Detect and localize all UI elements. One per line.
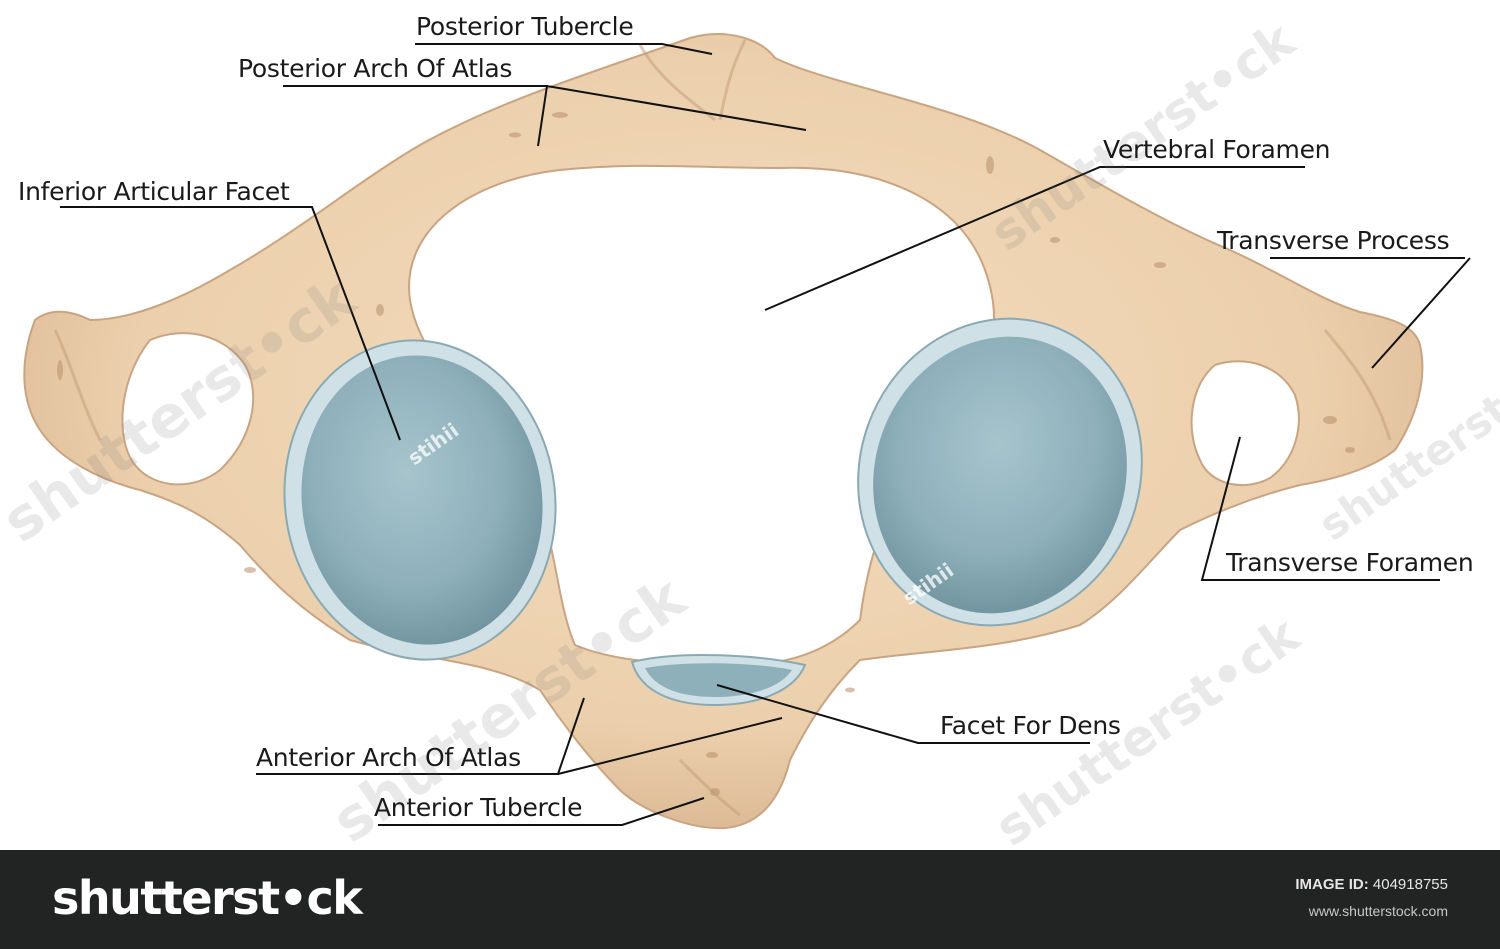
label-inferior-articular-facet: Inferior Articular Facet <box>18 177 290 206</box>
leader-lines <box>60 43 1471 826</box>
image-id-label: IMAGE ID: <box>1295 876 1369 893</box>
label-anterior-arch: Anterior Arch Of Atlas <box>256 743 521 772</box>
leader-posterior-tubercle <box>415 43 713 55</box>
label-vertebral-foramen: Vertebral Foramen <box>1103 135 1331 164</box>
leader-inferior-articular-facet <box>60 206 401 441</box>
atlas-diagram: shutterst•ck shutterst•ck shutterst•ck s… <box>0 11 1500 858</box>
label-transverse-foramen: Transverse Foramen <box>1226 548 1474 577</box>
shutterstock-logo: shutterst•ck <box>52 871 363 925</box>
label-transverse-process: Transverse Process <box>1217 226 1450 255</box>
leader-anterior-arch <box>256 697 783 775</box>
leader-transverse-foramen <box>1200 436 1440 581</box>
dens-facet <box>630 653 807 707</box>
left-articular-facet <box>283 339 557 661</box>
leader-vertebral-foramen <box>764 166 1305 311</box>
bone-texture <box>57 112 1355 796</box>
leader-transverse-process <box>1270 257 1471 369</box>
leader-facet-for-dens <box>716 684 1090 744</box>
leader-posterior-arch <box>283 85 807 147</box>
atlas-vertebra-illustration <box>23 33 1471 830</box>
image-id: IMAGE ID: 404918755 <box>1295 876 1448 893</box>
right-articular-facet <box>857 317 1143 627</box>
label-posterior-arch: Posterior Arch Of Atlas <box>238 54 513 83</box>
label-anterior-tubercle: Anterior Tubercle <box>374 793 583 822</box>
site-url: www.shutterstock.com <box>1308 903 1448 919</box>
label-posterior-tubercle: Posterior Tubercle <box>416 12 634 41</box>
label-facet-for-dens: Facet For Dens <box>940 711 1121 740</box>
image-id-value: 404918755 <box>1372 876 1448 893</box>
leader-anterior-tubercle <box>378 797 705 826</box>
stock-footer <box>0 850 1500 949</box>
